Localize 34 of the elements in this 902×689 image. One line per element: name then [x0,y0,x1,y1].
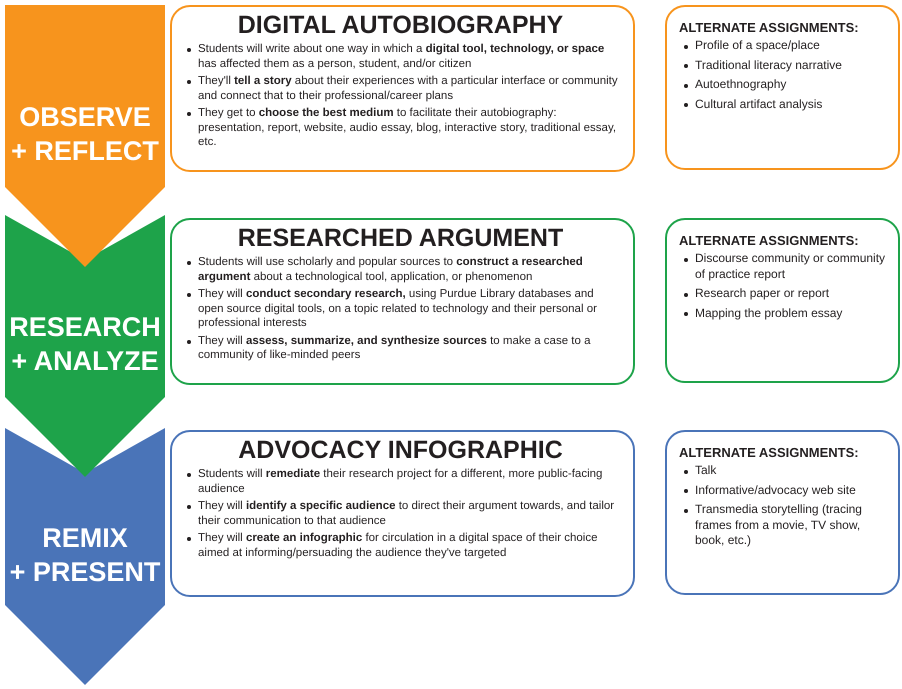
assignment-title: DIGITAL AUTOBIOGRAPHY [236,11,564,39]
stage-label: REMIX [41,522,129,555]
bullet-text: They will assess, summarize, and synthesize sources to make a case to a community of like-minded peers [198,334,590,361]
bullet-text: They get to choose the best medium to facilitate their autobiography: presentation, report, website, audio essay, blog, interactive story, traditional essay, etc. [198,107,616,148]
assignment-card [170,5,635,172]
chevron-banner [5,215,165,477]
stage-label: RESEARCH [8,311,162,344]
alternatives-heading: ALTERNATE ASSIGNMENTS: [679,20,859,35]
assignment-card [170,430,635,597]
chevron-banner [5,5,165,267]
bullet-text: Cultural artifact analysis [695,96,822,110]
assignment-title: RESEARCHED ARGUMENT [236,224,564,252]
alternatives-card [665,218,900,383]
alternatives-card [665,5,900,170]
bullet-text: Mapping the problem essay [695,306,842,320]
bullet-text: Informative/advocacy web site [695,482,856,496]
alternatives-card [665,430,900,595]
bullet-text: Autoethnography [695,77,786,91]
assignment-card [170,218,635,385]
chevron-banner [5,428,165,685]
bullet-text: Traditional literacy narrative [695,58,842,72]
bullet-text: Talk [695,463,716,477]
stage-label: + ANALYZE [10,345,160,378]
assignment-title: ADVOCACY INFOGRAPHIC [237,436,564,464]
bullet-text: Profile of a space/place [695,38,820,52]
stage-label: OBSERVE [18,101,152,134]
alternatives-heading: ALTERNATE ASSIGNMENTS: [679,445,859,460]
alternatives-heading: ALTERNATE ASSIGNMENTS: [679,233,859,248]
bullet-text: Research paper or report [695,286,830,300]
stage-label: + REFLECT [10,135,160,168]
bullet-text: They will create an infographic for circulation in a digital space of their choice aimed at informing/persuading the audience they've targeted [198,532,598,558]
stage-label: + PRESENT [8,556,162,589]
bullet-text: Discourse community or community of practice report [695,251,886,280]
bullet-text: Transmedia storytelling (tracing frames from a movie, TV show, book, etc.) [695,502,862,547]
